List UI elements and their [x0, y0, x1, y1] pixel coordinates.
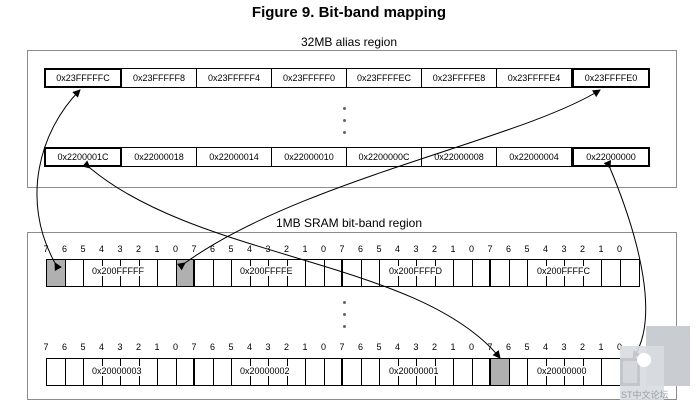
- bit-cell: [584, 260, 602, 286]
- mapping-arrow: [176, 89, 601, 271]
- bit-cell: [158, 359, 177, 385]
- alias-cell: 0x23FFFFEC: [347, 68, 422, 88]
- bit-cell: [325, 359, 343, 385]
- bit-number: 6: [505, 342, 511, 352]
- bit-cell: [47, 359, 66, 385]
- byte-address-label: 0x200FFFFC: [537, 266, 591, 276]
- bit-cell: [140, 359, 158, 385]
- bit-cell: [436, 359, 454, 385]
- alias-region-label: 32MB alias region: [300, 35, 398, 49]
- alias-cell: 0x23FFFFE4: [497, 68, 572, 88]
- bit-cell: [454, 359, 473, 385]
- bit-number: 1: [598, 244, 604, 254]
- bit-number: 7: [43, 244, 49, 254]
- alias-cell: 0x23FFFFFC: [44, 68, 122, 88]
- bit-number: 2: [579, 342, 585, 352]
- bit-cell: [177, 359, 195, 385]
- bit-cell: [288, 359, 306, 385]
- mapping-arrow: [603, 160, 647, 359]
- bit-number: 5: [524, 342, 530, 352]
- bit-number: 4: [542, 342, 548, 352]
- bit-cell: [343, 359, 362, 385]
- bit-cell: [66, 359, 84, 385]
- st-forum-logo-icon: [620, 326, 690, 400]
- bit-cell: [473, 359, 491, 385]
- alias-cell: 0x23FFFFF8: [122, 68, 197, 88]
- alias-top-row: 0x23FFFFFC 0x23FFFFF8 0x23FFFFF4 0x23FFF…: [44, 68, 650, 88]
- byte-address-label: 0x20000000: [537, 366, 587, 376]
- bit-number: 6: [61, 342, 67, 352]
- alias-cell: 0x23FFFFE0: [572, 68, 650, 88]
- alias-cell: 0x23FFFFF4: [197, 68, 272, 88]
- figure-title: Figure 9. Bit-band mapping: [251, 4, 447, 21]
- bit-cell: [195, 359, 214, 385]
- bit-cell: [306, 359, 325, 385]
- byte-address-label: 0x20000003: [92, 366, 142, 376]
- bit-number: 7: [43, 342, 49, 352]
- bit-cell: [214, 359, 232, 385]
- byte-address-label: 0x20000002: [240, 366, 290, 376]
- bit-cell: [491, 359, 510, 385]
- bit-number: 1: [598, 342, 604, 352]
- bit-cell: [491, 260, 510, 286]
- bit-number: 3: [561, 342, 567, 352]
- watermark-text: ST中文论坛: [621, 390, 669, 400]
- mapping-arrow: [36, 89, 81, 272]
- byte-address-label: 0x20000001: [389, 366, 439, 376]
- alias-cell: 0x23FFFFE8: [422, 68, 497, 88]
- bit-cell: [510, 260, 528, 286]
- bit-cell: [362, 359, 380, 385]
- mapping-arrow: [82, 160, 501, 359]
- bit-cell: [510, 359, 528, 385]
- alias-cell: 0x23FFFFF0: [272, 68, 347, 88]
- bit-cell: [584, 359, 602, 385]
